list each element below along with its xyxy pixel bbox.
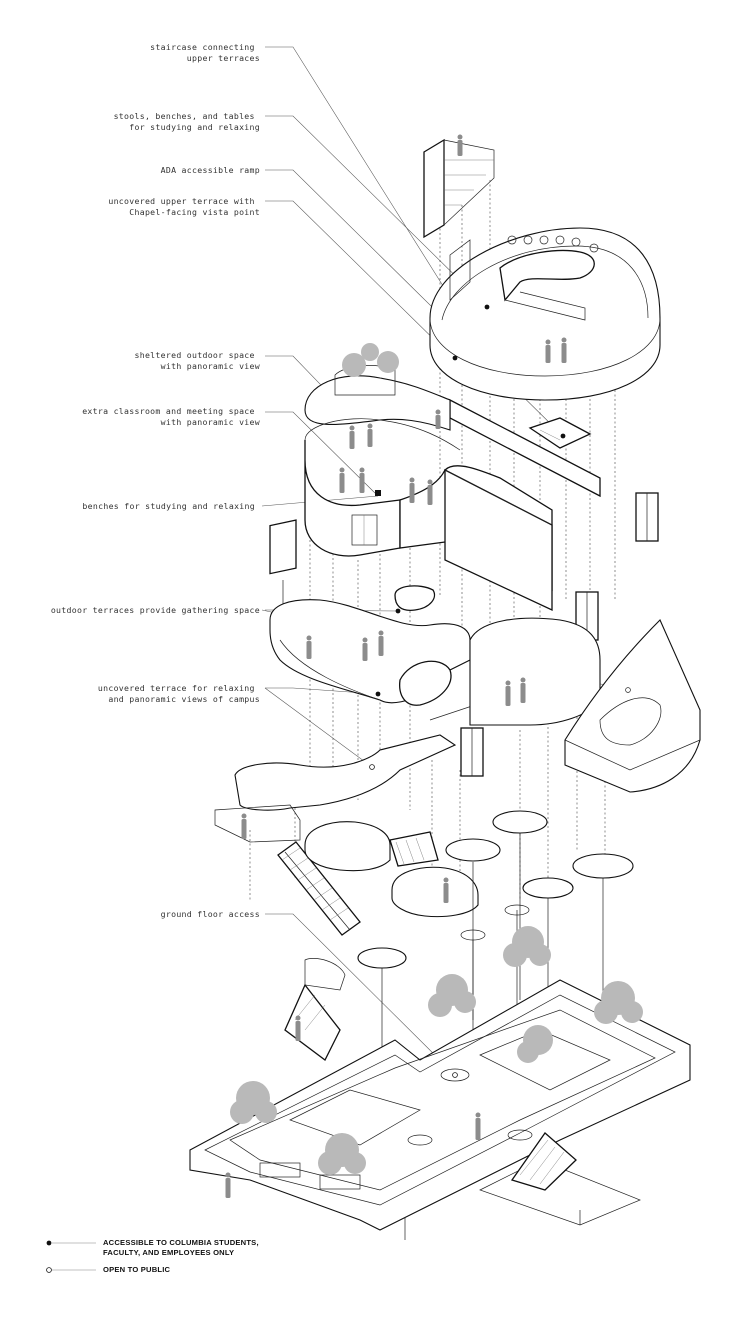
label-upper-terrace: uncovered upper terrace with Chapel-faci…	[108, 196, 260, 217]
legend-filled-dot-icon	[46, 1240, 52, 1246]
right-half-disc	[564, 619, 701, 793]
public-dot	[452, 1072, 458, 1078]
outdoor-terrace-band	[269, 585, 601, 726]
label-classroom: extra classroom and meeting space with p…	[82, 406, 260, 427]
person-figure	[339, 409, 441, 505]
ring-terrace	[304, 821, 479, 918]
person-figure	[457, 134, 463, 156]
label-outdoor-terraces: outdoor terraces provide gathering space	[51, 605, 260, 615]
ground-trees	[230, 926, 643, 1175]
tree	[342, 343, 399, 377]
label-ground-floor: ground floor access	[161, 909, 260, 919]
leader-lines	[261, 46, 629, 1076]
upper-terrace-disc	[429, 227, 661, 401]
legend: ACCESSIBLE TO COLUMBIA STUDENTS, FACULTY…	[46, 1238, 261, 1274]
diagonal-stairs	[277, 831, 439, 936]
label-sheltered: sheltered outdoor space with panoramic v…	[134, 350, 260, 371]
classroom-tower	[304, 343, 553, 612]
canopy-columns	[357, 810, 634, 1240]
person-figure	[306, 630, 526, 706]
public-dot	[625, 687, 631, 693]
private-dot	[484, 304, 490, 310]
private-dot	[560, 433, 566, 439]
person-figure	[241, 813, 247, 839]
annotation-labels: staircase connecting upper terraces stoo…	[51, 42, 260, 919]
private-dot	[452, 355, 458, 361]
private-dot	[375, 490, 381, 496]
person-figure	[545, 337, 567, 363]
stools-ring	[507, 235, 599, 253]
legend-private-label: ACCESSIBLE TO COLUMBIA STUDENTS, FACULTY…	[103, 1238, 261, 1257]
stair-panel-top	[423, 134, 495, 239]
label-stools: stools, benches, and tables for studying…	[114, 111, 260, 132]
legend-hollow-dot-icon	[46, 1267, 52, 1273]
private-dot	[395, 608, 401, 614]
private-dot	[375, 691, 381, 697]
label-staircase: staircase connecting upper terraces	[150, 42, 260, 63]
public-dot	[369, 764, 375, 770]
label-ramp: ADA accessible ramp	[161, 165, 260, 175]
label-uncovered-terrace: uncovered terrace for relaxing and panor…	[98, 683, 260, 704]
ground-people	[225, 1015, 481, 1198]
person-figure	[443, 877, 449, 903]
lower-terrace	[214, 734, 457, 843]
label-benches: benches for studying and relaxing	[82, 501, 255, 511]
legend-public-label: OPEN TO PUBLIC	[103, 1265, 171, 1274]
ground-plaza	[189, 958, 691, 1231]
